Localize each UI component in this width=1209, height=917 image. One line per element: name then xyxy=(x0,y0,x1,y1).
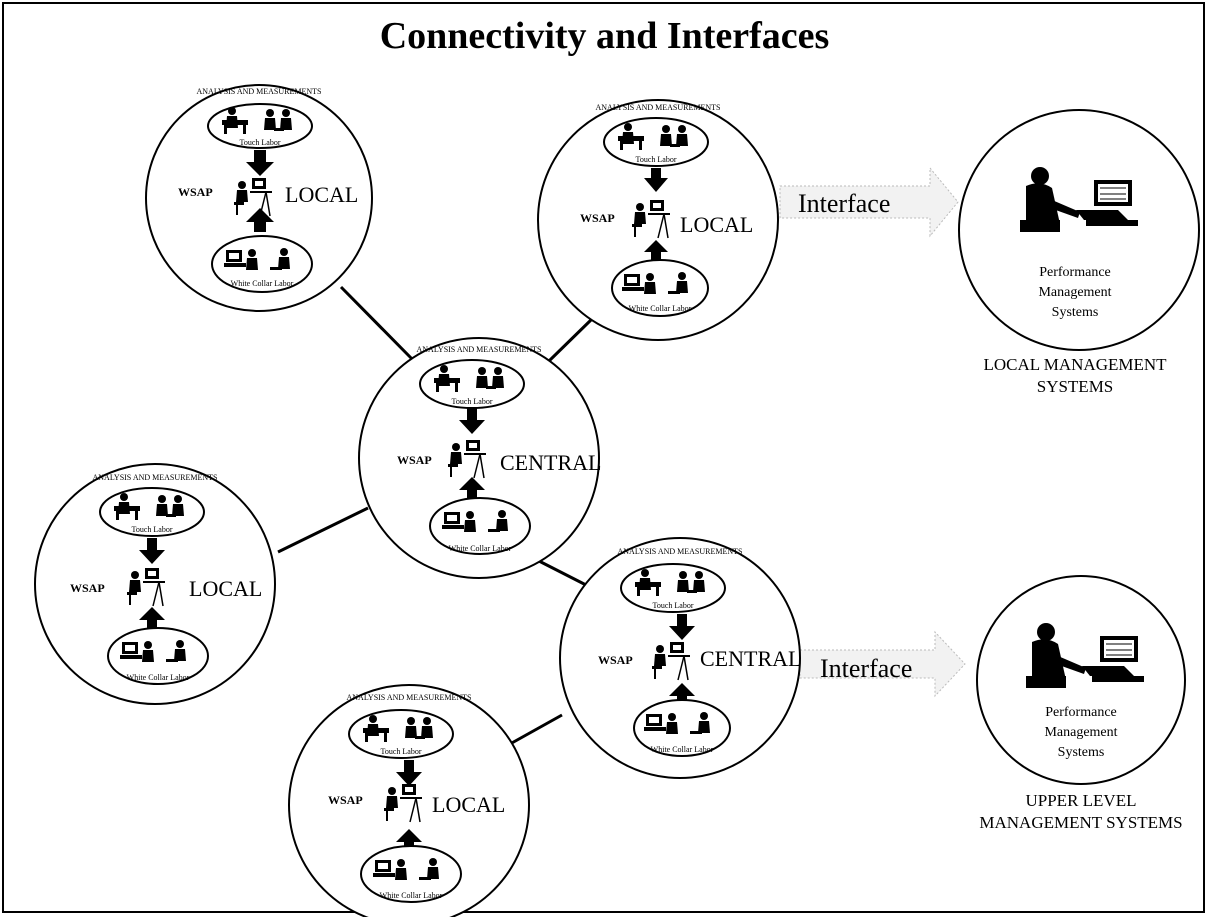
pms-line: Management xyxy=(1038,285,1111,300)
node-label: CENTRAL xyxy=(500,450,601,475)
node-label: LOCAL xyxy=(432,792,505,817)
pms-line: Management xyxy=(1044,725,1117,740)
white-collar-labor-label: White Collar Labor xyxy=(651,745,714,754)
down-arrow-icon xyxy=(644,168,668,192)
up-arrow-icon xyxy=(396,829,422,852)
node-local-4: ANALYSIS AND MEASUREMENTS Touch Labor WS… xyxy=(288,684,530,917)
touch-labor-label: Touch Labor xyxy=(240,138,281,147)
white-collar-labor-label: White Collar Labor xyxy=(231,279,294,288)
white-collar-labor-label: White Collar Labor xyxy=(127,673,190,682)
wsap-label: WSAP xyxy=(328,793,363,807)
wsap-label: WSAP xyxy=(598,653,633,667)
link-local1-central1 xyxy=(339,285,416,363)
node-top-caption: ANALYSIS AND MEASUREMENTS xyxy=(618,547,743,556)
up-arrow-icon xyxy=(459,477,485,500)
node-central-1: ANALYSIS AND MEASUREMENTS Touch Labor WS… xyxy=(358,337,601,579)
wsap-label: WSAP xyxy=(178,185,213,199)
pms-line: Performance xyxy=(1045,705,1117,720)
node-top-caption: ANALYSIS AND MEASUREMENTS xyxy=(93,473,218,482)
node-local-1: ANALYSIS AND MEASUREMENTS Touch Labor WS… xyxy=(145,84,373,312)
link-central1-central2 xyxy=(536,558,589,588)
page-title: Connectivity and Interfaces xyxy=(379,15,830,57)
node-local-2: ANALYSIS AND MEASUREMENTS Touch Labor WS… xyxy=(537,99,779,341)
up-arrow-icon xyxy=(669,683,695,706)
link-central1-local3 xyxy=(277,506,369,554)
local-management-caption-line2: SYSTEMS xyxy=(1037,377,1114,396)
local-management-caption-line1: LOCAL MANAGEMENT xyxy=(983,355,1167,374)
performance-management-system-2: Performance Management Systems xyxy=(976,575,1186,785)
interface-label-1: Interface xyxy=(798,189,890,218)
white-collar-labor-label: White Collar Labor xyxy=(449,544,512,553)
node-top-caption: ANALYSIS AND MEASUREMENTS xyxy=(347,693,472,702)
upper-level-caption-line1: UPPER LEVEL xyxy=(1026,791,1137,810)
connection-lines xyxy=(277,285,595,746)
up-arrow-icon xyxy=(246,208,274,232)
touch-labor-label: Touch Labor xyxy=(132,525,173,534)
white-collar-labor-label: White Collar Labor xyxy=(629,304,692,313)
pms-line: Performance xyxy=(1039,265,1111,280)
interface-arrow-2 xyxy=(799,630,966,698)
touch-labor-label: Touch Labor xyxy=(653,601,694,610)
up-arrow-icon xyxy=(644,240,668,262)
node-top-caption: ANALYSIS AND MEASUREMENTS xyxy=(417,345,542,354)
link-central2-local4 xyxy=(509,713,563,746)
node-central-2: ANALYSIS AND MEASUREMENTS Touch Labor WS… xyxy=(559,537,801,779)
touch-labor-label: Touch Labor xyxy=(452,397,493,406)
node-label: LOCAL xyxy=(189,576,262,601)
pms-line: Systems xyxy=(1052,305,1099,320)
wsap-label: WSAP xyxy=(580,211,615,225)
pms-line: Systems xyxy=(1058,745,1105,760)
down-arrow-icon xyxy=(396,760,422,786)
up-arrow-icon xyxy=(139,607,165,630)
down-arrow-icon xyxy=(139,538,165,564)
performance-management-system-1: Performance Management Systems xyxy=(958,109,1200,351)
interface-label-2: Interface xyxy=(820,654,912,683)
wsap-label: WSAP xyxy=(70,581,105,595)
touch-labor-label: Touch Labor xyxy=(636,155,677,164)
wsap-label: WSAP xyxy=(397,453,432,467)
node-top-caption: ANALYSIS AND MEASUREMENTS xyxy=(596,103,721,112)
down-arrow-icon xyxy=(669,614,695,640)
node-top-caption: ANALYSIS AND MEASUREMENTS xyxy=(197,87,322,96)
down-arrow-icon xyxy=(459,408,485,434)
node-label: LOCAL xyxy=(680,212,753,237)
interface-arrow-1 xyxy=(779,166,959,238)
upper-level-caption-line2: MANAGEMENT SYSTEMS xyxy=(979,813,1182,832)
node-label: LOCAL xyxy=(285,182,358,207)
white-collar-labor-label: White Collar Labor xyxy=(380,891,443,900)
node-local-3: ANALYSIS AND MEASUREMENTS Touch Labor WS… xyxy=(34,463,276,705)
down-arrow-icon xyxy=(246,150,274,176)
link-central1-local2 xyxy=(547,316,595,363)
touch-labor-label: Touch Labor xyxy=(381,747,422,756)
node-label: CENTRAL xyxy=(700,646,801,671)
